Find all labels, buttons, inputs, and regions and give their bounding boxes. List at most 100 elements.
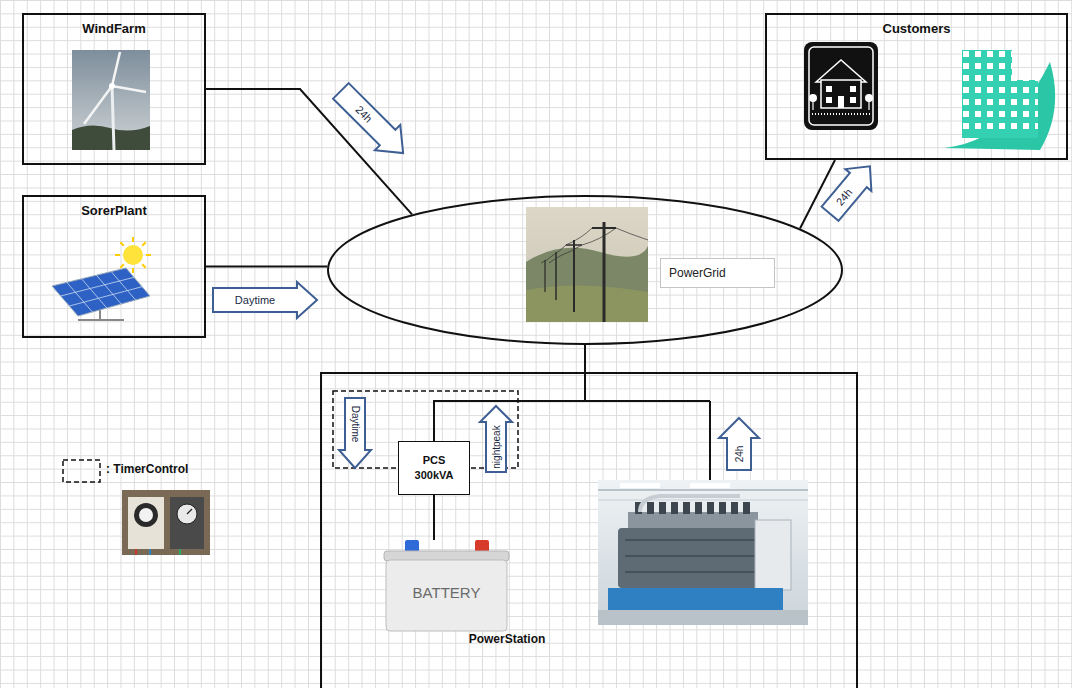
pcs-box: PCS300kVA (398, 441, 470, 495)
solar-panel-picture (61, 277, 134, 296)
house-icon (804, 42, 878, 130)
power-line-photo (555, 252, 557, 300)
flow-label-holder: Daytime (350, 406, 361, 443)
legend-sample-dashed (63, 460, 100, 482)
legend-text: : TimerControl (106, 462, 188, 476)
timer-photo (128, 497, 164, 549)
solar-panel-picture (132, 268, 134, 273)
solar-panel-picture (142, 264, 146, 268)
office-building-icon (1012, 80, 1038, 138)
customer-box: Customers (765, 13, 1068, 160)
connector (206, 83, 412, 214)
grid-ellipse: PowerGrid (327, 195, 843, 345)
house-icon (868, 98, 869, 110)
wind-turbine-photo (72, 125, 150, 150)
power-line-photo (549, 228, 616, 263)
wind-turbine-photo (112, 86, 114, 150)
flow-arrow (213, 282, 317, 318)
solar-panel-picture (115, 237, 151, 273)
timer-photo (122, 490, 210, 555)
timer-photo (179, 549, 181, 555)
power-line-photo (526, 246, 648, 322)
pcs-text: 300kVA (415, 468, 454, 483)
solar-panel-picture (52, 237, 151, 320)
flow-arrow (480, 406, 512, 472)
generator-photo (608, 588, 783, 610)
timer-photo (122, 490, 210, 555)
power-line-photo (603, 222, 606, 322)
solar-panel-picture (111, 272, 135, 300)
generator-photo (640, 496, 740, 512)
generator-photo (620, 483, 660, 488)
connector (434, 495, 435, 540)
generator-photo (625, 540, 760, 572)
connector (206, 267, 327, 319)
wind-turbine-photo (112, 86, 146, 92)
pcs-text: PCS (423, 453, 446, 468)
house-icon (826, 86, 832, 92)
generator-photo (628, 512, 758, 530)
edge-label-holder: 24h (353, 103, 374, 124)
generator-photo (731, 502, 738, 514)
flow-label: 24h (734, 446, 745, 463)
flow-label: nightpeak (491, 425, 502, 468)
text-holder: BATTERY (383, 584, 510, 601)
flow-label: Daytime (350, 406, 361, 443)
solar-panel-picture (61, 272, 142, 312)
solar-panel-picture (146, 254, 151, 256)
generator-photo (719, 502, 726, 514)
solar-panel-picture (132, 237, 134, 242)
generator-photo (755, 520, 791, 590)
box-title: WindFarm (82, 21, 145, 36)
flow-arrow (719, 418, 759, 470)
timer-photo (139, 508, 153, 522)
wind-turbine-photo (72, 50, 150, 150)
house-icon (850, 86, 856, 92)
generator-photo (659, 502, 666, 514)
generator-photo (598, 500, 808, 501)
power-line-photo (566, 244, 582, 246)
edge-label: Daytime (235, 294, 275, 306)
house-icon (812, 98, 813, 110)
connector-line (800, 160, 835, 229)
timer-photo (149, 549, 151, 555)
grid-label: PowerGrid (660, 258, 775, 288)
timer-photo (187, 509, 192, 514)
text-holder: PowerStation (442, 632, 572, 646)
flow-arrow (822, 166, 872, 221)
timer-photo (170, 497, 204, 549)
station-title: PowerStation (442, 632, 572, 646)
generator-photo (690, 483, 730, 488)
house-icon (850, 97, 856, 103)
power-line-photo (573, 240, 575, 312)
house-icon (838, 96, 844, 108)
legend-entry: : TimerControl (106, 462, 188, 476)
power-line-photo (616, 228, 648, 240)
generator-photo (683, 502, 690, 514)
generator-photo (743, 502, 750, 514)
solar-panel-picture (120, 264, 124, 268)
source-box: SorerPlant (22, 195, 206, 338)
timer-photo (135, 549, 137, 555)
generator-photo (707, 502, 714, 514)
bus-wire (709, 401, 711, 482)
station-frame: PowerStation PCS300kVA BATTERY (320, 372, 858, 688)
edge-label-holder: Daytime (235, 294, 275, 306)
connector-line (433, 495, 435, 540)
power-line-photo (526, 207, 648, 322)
connector-line (434, 345, 585, 441)
bus-wire (585, 400, 710, 402)
connector-line (206, 266, 327, 268)
wind-turbine-photo (109, 83, 115, 89)
battery-text: BATTERY (383, 584, 510, 601)
battery-node: BATTERY (383, 540, 510, 632)
timer-photo (177, 504, 197, 524)
generator-photo (598, 480, 808, 625)
solar-panel-picture (52, 268, 150, 316)
solar-panel-picture (78, 319, 124, 321)
office-building-icon (944, 50, 1055, 150)
grid-ellipse-outline (328, 196, 842, 344)
